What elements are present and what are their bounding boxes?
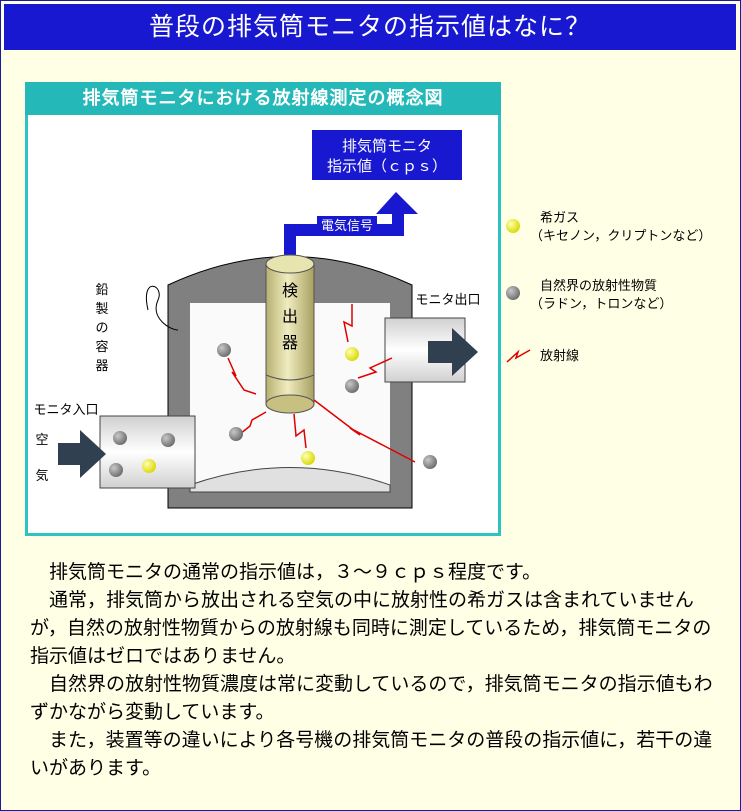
legend-radiation-label: 放射線 (540, 348, 579, 364)
legend-noble-gas-marker (506, 219, 520, 233)
diagram-title: 排気筒モニタにおける放射線測定の概念図 (25, 82, 501, 115)
readout-line1: 排気筒モニタ (342, 137, 432, 155)
legend-natural-label: 自然界の放射性物質 (540, 278, 657, 294)
legend-radiation-marker (506, 349, 531, 363)
outlet-arrow (428, 328, 478, 376)
natural-particle (113, 431, 127, 445)
detector: 検 出 器 (265, 254, 315, 414)
readout-box: 排気筒モニタ 指示値（ｃｐｓ） (312, 130, 462, 180)
svg-text:容: 容 (95, 339, 108, 355)
radiation-ray (293, 413, 307, 449)
signal-path: 電気信号 (284, 192, 418, 256)
svg-text:鉛: 鉛 (95, 283, 108, 298)
natural-particle (345, 379, 359, 393)
container-label: 鉛 製 の 容 器 (95, 283, 179, 374)
paragraph-3: 自然界の放射性物質濃度は常に変動しているので，排気筒モニタの指示値もわずかながら… (30, 673, 713, 723)
noble-gas-particle (345, 347, 359, 361)
readout-line2: 指示値（ｃｐｓ） (327, 157, 447, 175)
paragraph-1: 排気筒モニタの通常の指示値は，３～９ｃｐｓ程度です。 (49, 561, 542, 583)
paragraph-2: 通常，排気筒から放出される空気の中に放射性の希ガスは含まれていませんが，自然の放… (30, 589, 712, 667)
legend-natural-examples: （ラドン，トロンなど） (530, 297, 672, 312)
page-title: 普段の排気筒モニタの指示値はなに？ (4, 4, 736, 50)
svg-text:製: 製 (95, 302, 108, 317)
svg-text:器: 器 (95, 359, 108, 374)
inlet-arrow (58, 430, 106, 478)
legend-natural-marker (506, 286, 520, 300)
noble-gas-particle (142, 459, 156, 473)
paragraph-4: また，装置等の違いにより各号機の排気筒モニタの普段の指示値に，若干の違いがありま… (30, 729, 713, 779)
legend: 希ガス （キセノン，クリプトンなど） 自然界の放射性物質 （ラドン，トロンなど）… (506, 211, 711, 364)
natural-particle (229, 427, 243, 441)
detector-char-1: 検 (282, 281, 298, 300)
air-char-2: 気 (35, 468, 48, 484)
particles (109, 343, 437, 477)
legend-noble-gas-examples: （キセノン，クリプトンなど） (530, 229, 711, 244)
radiation-ray (342, 304, 353, 343)
detector-char-3: 器 (282, 333, 298, 352)
explanation-text: 排気筒モニタの通常の指示値は，３～９ｃｐｓ程度です。 通常，排気筒から放出される… (30, 558, 720, 782)
radiation-ray (357, 357, 393, 379)
signal-label: 電気信号 (321, 218, 373, 234)
svg-text:の: の (95, 321, 108, 336)
natural-particle (423, 455, 437, 469)
natural-particle (217, 343, 231, 357)
air-char-1: 空 (35, 433, 48, 448)
radiation-rays (227, 304, 416, 463)
outlet-label: モニタ出口 (415, 293, 480, 308)
inlet-label: モニタ入口 (33, 403, 98, 418)
detector-char-2: 出 (282, 307, 298, 326)
radiation-ray (239, 411, 267, 435)
natural-particle (161, 433, 175, 447)
legend-noble-gas-label: 希ガス (540, 211, 579, 226)
noble-gas-particle (301, 451, 315, 465)
radiation-ray (313, 399, 416, 463)
natural-particle (109, 463, 123, 477)
radiation-ray (227, 357, 257, 395)
